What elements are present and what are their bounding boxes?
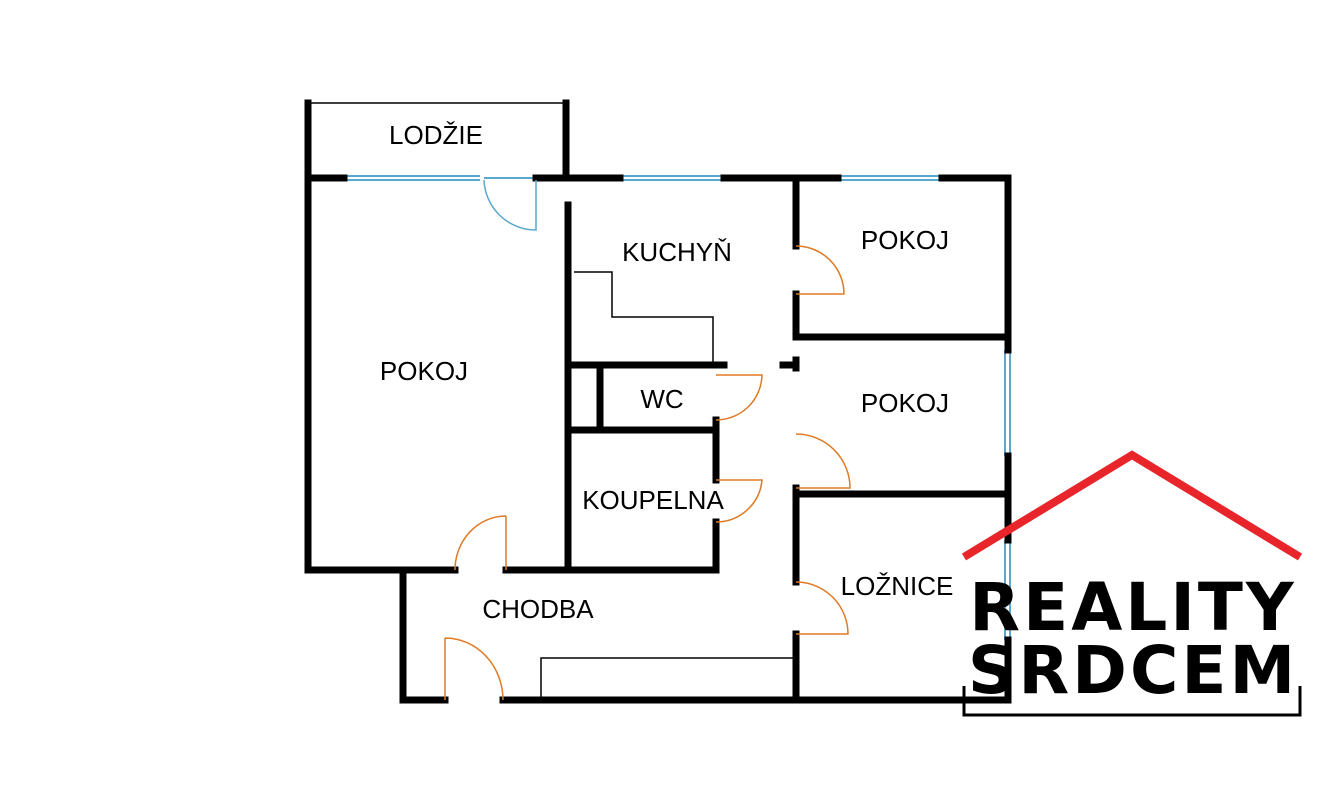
roof-icon: [961, 450, 1303, 561]
room-label-loznice: LOŽNICE: [841, 571, 954, 601]
room-label-pokoj-upper: POKOJ: [861, 225, 949, 255]
logo-line-2: SRDCEM: [968, 632, 1298, 709]
room-label-wc: WC: [640, 384, 683, 414]
room-label-kuchyn: KUCHYŇ: [622, 237, 732, 267]
balcony-door: [483, 179, 537, 231]
room-label-pokoj-large: POKOJ: [380, 356, 468, 386]
room-label-koupelna: KOUPELNA: [582, 485, 724, 515]
room-label-chodba: CHODBA: [482, 594, 594, 624]
doors: [444, 245, 851, 701]
walls: [304, 99, 1012, 704]
reality-srdcem-logo: REALITY SRDCEM: [961, 450, 1303, 717]
logo-line-1: REALITY: [969, 569, 1296, 646]
room-label-lodzie: LODŽIE: [389, 120, 483, 150]
room-label-pokoj-middle: POKOJ: [861, 388, 949, 418]
logo-underline: [962, 686, 1302, 717]
windows: [344, 175, 1011, 640]
